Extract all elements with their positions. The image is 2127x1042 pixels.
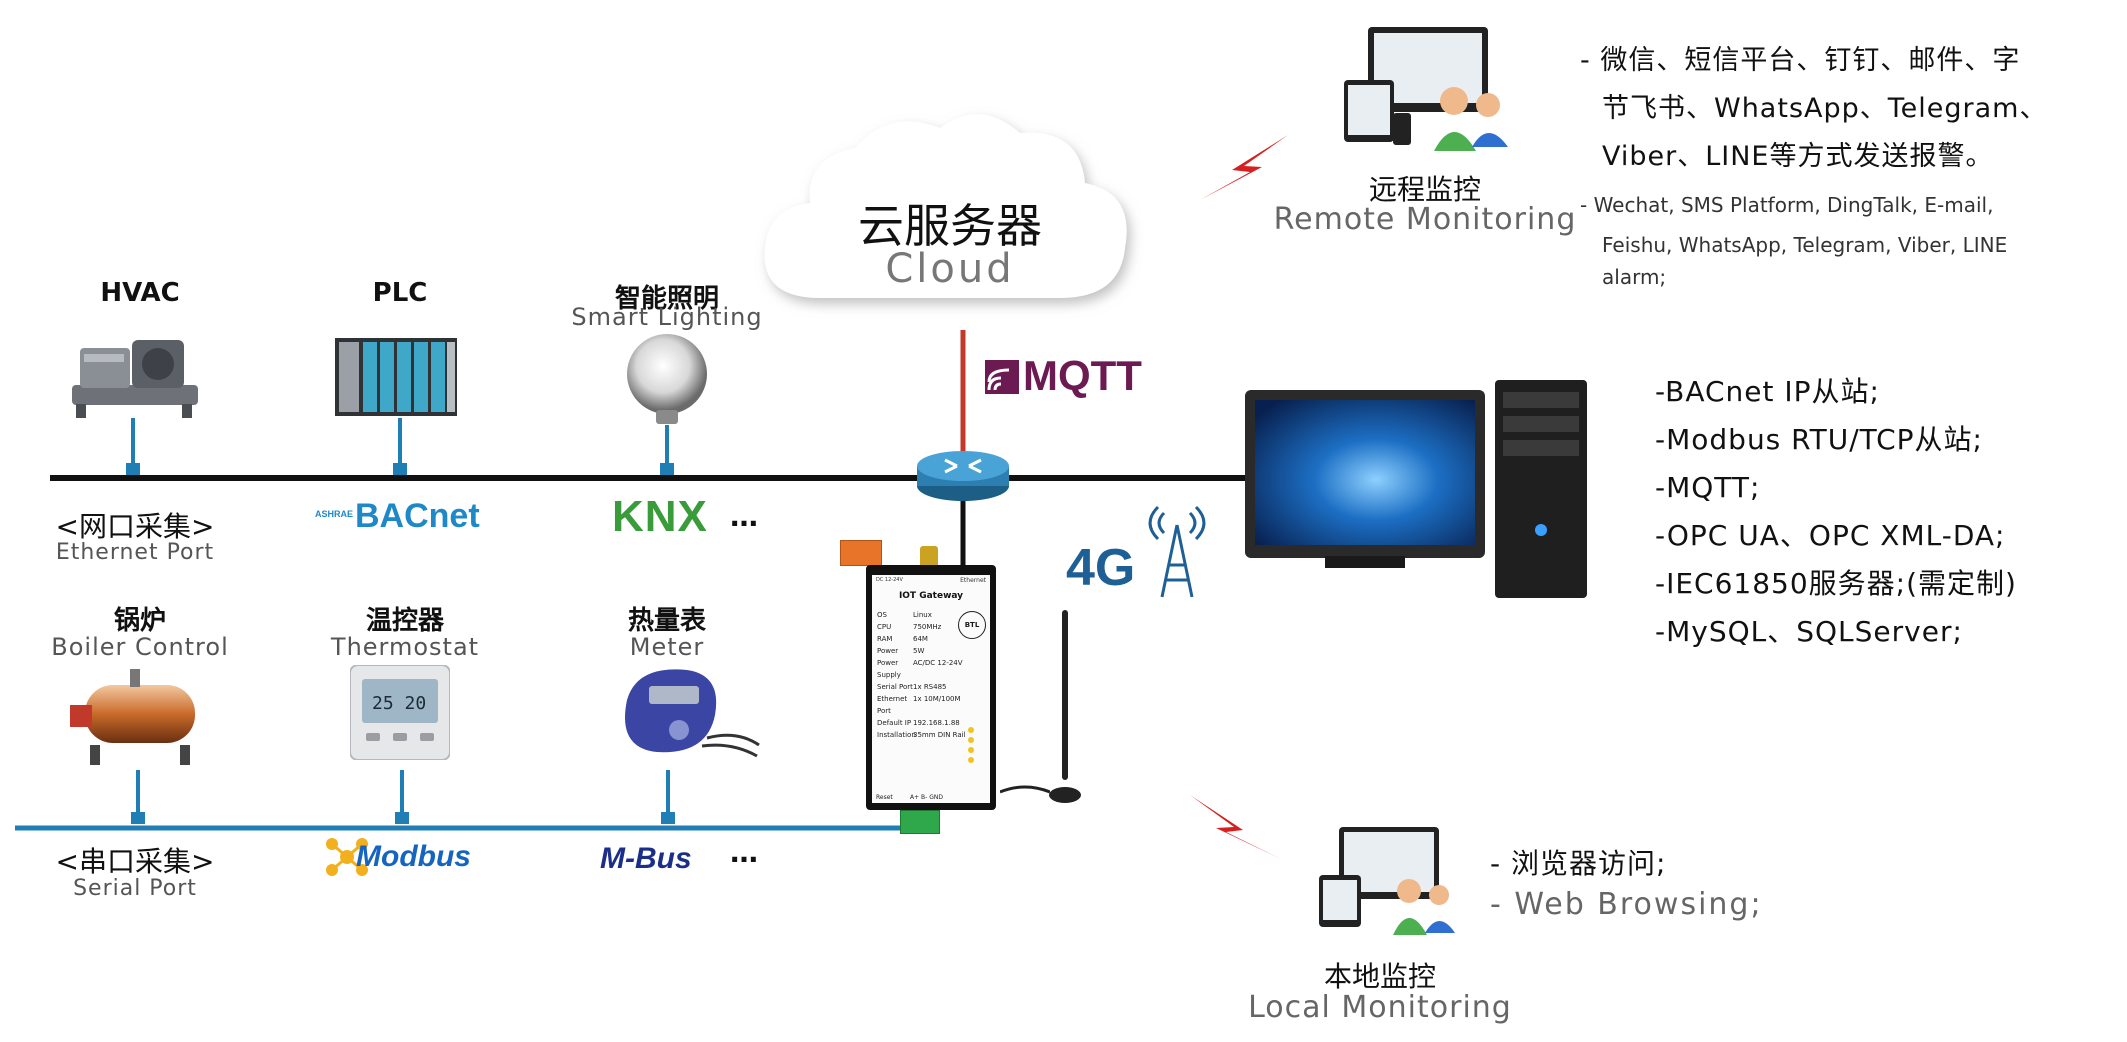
plc-rack-icon: [335, 338, 457, 418]
light-bulb-icon: [622, 332, 712, 427]
alarm-cn-line-3: Viber、LINE等方式发送报警。: [1602, 141, 1994, 172]
antenna-connector: [920, 546, 938, 568]
ethernet-port-sublabel: Ethernet Port: [55, 540, 215, 565]
feature-mqtt: -MQTT;: [1655, 471, 1761, 504]
hvac-label: HVAC: [100, 278, 180, 308]
gateway-ethernet-label: Ethernet: [960, 577, 986, 584]
bacnet-logo: ASHRAE BACnet: [315, 497, 480, 535]
serial-port-sublabel: Serial Port: [73, 876, 197, 901]
svg-text:25 20: 25 20: [372, 693, 426, 714]
heat-meter-icon: [607, 660, 762, 770]
serial-terminal-block: [900, 810, 940, 834]
modbus-logo: Modbus: [322, 832, 522, 882]
server-tower-icon: [1495, 380, 1587, 600]
thermostat-label: 温控器: [365, 606, 444, 636]
antenna-icon: [1040, 610, 1090, 805]
gateway-terminals-label: A+ B- GND: [910, 794, 943, 801]
knx-logo: KNX: [612, 492, 708, 541]
ethernet-port-label: <网口采集>: [55, 510, 215, 543]
serial-port-label: <串口采集>: [55, 845, 215, 878]
alarm-en-line-3: alarm;: [1602, 265, 1667, 289]
feature-sql: -MySQL、SQLServer;: [1655, 615, 1963, 648]
power-terminal-block: [840, 540, 882, 566]
meter-sublabel: Meter: [629, 633, 705, 661]
btl-badge: BTL: [958, 611, 986, 639]
smart-lighting-label: 智能照明: [614, 284, 719, 314]
alarm-en-line-2: Feishu, WhatsApp, Telegram, Viber, LINE: [1602, 233, 2008, 257]
local-lightning-icon: [1190, 795, 1283, 860]
feature-modbus: -Modbus RTU/TCP从站;: [1655, 423, 1983, 456]
gateway-reset-label: Reset: [876, 794, 893, 801]
cloud-title: 云服务器: [858, 199, 1042, 253]
gateway-power-label: DC 12-24V: [876, 577, 903, 583]
ethernet-more-ellipsis: …: [730, 500, 762, 533]
local-monitoring-icon: [1315, 825, 1465, 940]
smart-lighting-sublabel: Smart Lighting: [571, 303, 763, 331]
feature-bacnet: -BACnet IP从站;: [1655, 375, 1880, 408]
plc-label: PLC: [372, 278, 428, 308]
alarm-en-line-1: - Wechat, SMS Platform, DingTalk, E-mail…: [1580, 193, 1994, 217]
server-feature-list: -BACnet IP从站; -Modbus RTU/TCP从站; -MQTT; …: [1655, 368, 2017, 656]
alarm-channels-text: - 微信、短信平台、钉钉、邮件、字 节飞书、WhatsApp、Telegram、…: [1580, 37, 2120, 295]
boiler-sublabel: Boiler Control: [51, 633, 229, 661]
remote-monitoring-title: 远程监控: [1368, 173, 1481, 206]
thermostat-icon: 25 20: [349, 664, 451, 761]
antenna-cable: [999, 780, 1051, 800]
mqtt-logo: MQTT: [985, 352, 1165, 399]
4g-label: 4G: [1066, 539, 1136, 597]
router-icon: [915, 448, 1011, 503]
boiler-label: 锅炉: [113, 606, 166, 636]
remote-monitoring-subtitle: Remote Monitoring: [1273, 202, 1577, 237]
feature-opc: -OPC UA、OPC XML-DA;: [1655, 519, 2006, 552]
serial-more-ellipsis: …: [730, 836, 762, 869]
status-leds: [968, 723, 982, 783]
local-monitoring-subtitle: Local Monitoring: [1248, 990, 1512, 1025]
remote-lightning-icon: [1200, 135, 1288, 200]
cloud-subtitle: Cloud: [885, 246, 1015, 292]
alarm-cn-line-1: - 微信、短信平台、钉钉、邮件、字: [1580, 45, 2021, 76]
feature-iec61850: -IEC61850服务器;(需定制): [1655, 567, 2017, 600]
alarm-cn-line-2: 节飞书、WhatsApp、Telegram、: [1602, 93, 2048, 124]
meter-label: 热量表: [627, 606, 706, 636]
cloud-shape: [750, 98, 1150, 338]
cellular-tower-icon: [1110, 505, 1210, 600]
browser-access-cn: - 浏览器访问;: [1490, 847, 1667, 880]
mbus-logo: M-Bus: [600, 842, 692, 875]
local-monitoring-title: 本地监控: [1323, 960, 1436, 993]
remote-monitoring-icon: [1338, 25, 1523, 155]
thermostat-sublabel: Thermostat: [330, 633, 480, 661]
server-monitor-icon: [1245, 390, 1485, 570]
browser-access-en: - Web Browsing;: [1490, 887, 1763, 922]
boiler-icon: [70, 665, 210, 770]
gateway-title: IOT Gateway: [898, 591, 964, 601]
hvac-chiller-icon: [70, 330, 200, 420]
